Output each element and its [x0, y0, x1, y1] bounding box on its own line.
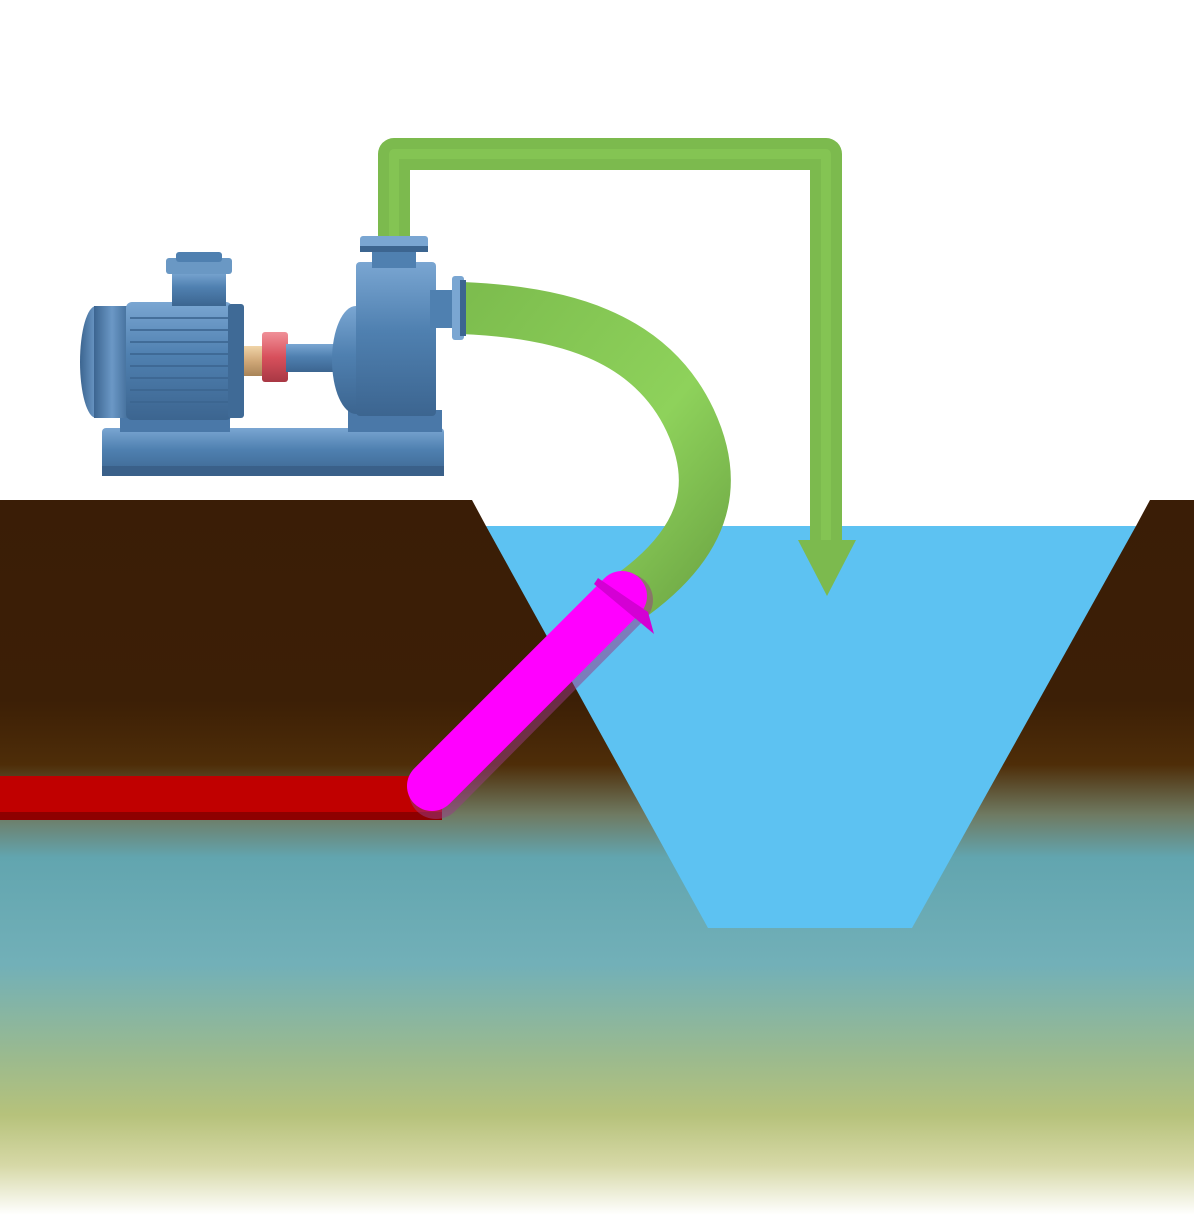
suction-hose	[460, 282, 731, 622]
discharge-pipe	[378, 138, 856, 596]
suction-sleeve	[407, 571, 654, 819]
centrifugal-pump-icon	[80, 236, 466, 476]
arrow-down-icon	[798, 540, 856, 596]
drain-pipe-shade	[0, 812, 442, 820]
